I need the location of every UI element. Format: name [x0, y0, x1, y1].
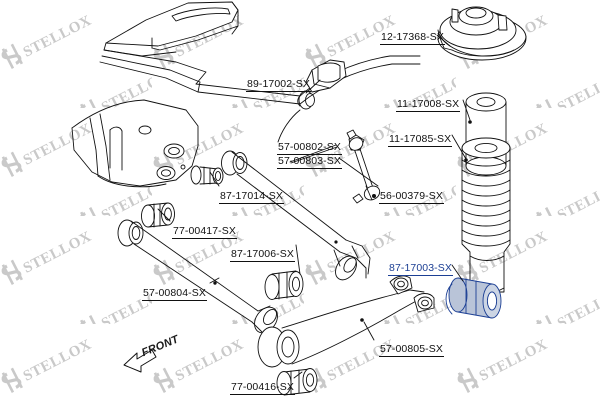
subframe-art [71, 99, 199, 188]
part-label-11-17085-SX[interactable]: 11-17085-SX [388, 133, 453, 147]
part-code-text: 12-17368-SX [380, 31, 445, 45]
bushing-87-17006-art [264, 270, 304, 300]
part-label-87-17003-SX[interactable]: 87-17003-SX [388, 262, 453, 276]
part-code-text: 57-00805-SX [379, 343, 444, 357]
front-text: FRONT [140, 333, 181, 360]
part-label-77-00417-SX[interactable]: 77-00417-SX [172, 225, 237, 239]
part-code-text: 89-17002-SX [246, 78, 311, 92]
bushing-87-17003-art [445, 277, 502, 319]
part-code-text: 87-17003-SX [388, 262, 453, 276]
strut-mount-art [437, 6, 527, 61]
part-code-text: 87-17006-SX [230, 248, 295, 262]
front-direction-label: FRONT [140, 333, 181, 359]
part-code-text: 11-17085-SX [388, 133, 453, 147]
part-label-11-17008-SX[interactable]: 11-17008-SX [396, 98, 461, 112]
part-label-57-00804-SX[interactable]: 57-00804-SX [142, 287, 207, 301]
part-code-text: 87-17014-SX [219, 190, 284, 204]
part-label-57-00803-SX[interactable]: 57-00803-SX [277, 155, 342, 169]
part-label-87-17006-SX[interactable]: 87-17006-SX [230, 248, 295, 262]
part-code-text: 56-00379-SX [379, 190, 444, 204]
part-code-text: 77-00417-SX [172, 225, 237, 239]
part-label-87-17014-SX[interactable]: 87-17014-SX [219, 190, 284, 204]
part-label-57-00805-SX[interactable]: 57-00805-SX [379, 343, 444, 357]
part-code-text: 11-17008-SX [396, 98, 461, 112]
part-label-77-00416-SX[interactable]: 77-00416-SX [230, 381, 295, 395]
part-label-12-17368-SX[interactable]: 12-17368-SX [380, 31, 445, 45]
part-code-text: 57-00804-SX [142, 287, 207, 301]
part-label-89-17002-SX[interactable]: 89-17002-SX [246, 78, 311, 92]
front-direction-arrow [123, 349, 157, 373]
part-label-57-00802-SX[interactable]: 57-00802-SX [277, 141, 342, 155]
trailing-arm-art [117, 219, 278, 334]
part-code-text: 57-00802-SX [277, 141, 342, 155]
part-code-text: 57-00803-SX [277, 155, 342, 169]
leader-lines [157, 34, 471, 379]
stabilizer-link-art [346, 129, 381, 204]
bushing-77-00417-art [141, 202, 175, 228]
part-code-text: 77-00416-SX [230, 381, 295, 395]
lower-control-arm-art [257, 275, 435, 368]
bushing-77-00416-art [276, 368, 318, 396]
crossmember-beam-art [99, 1, 315, 110]
part-label-56-00379-SX[interactable]: 56-00379-SX [379, 190, 444, 204]
upper-control-arm-art [221, 150, 371, 281]
